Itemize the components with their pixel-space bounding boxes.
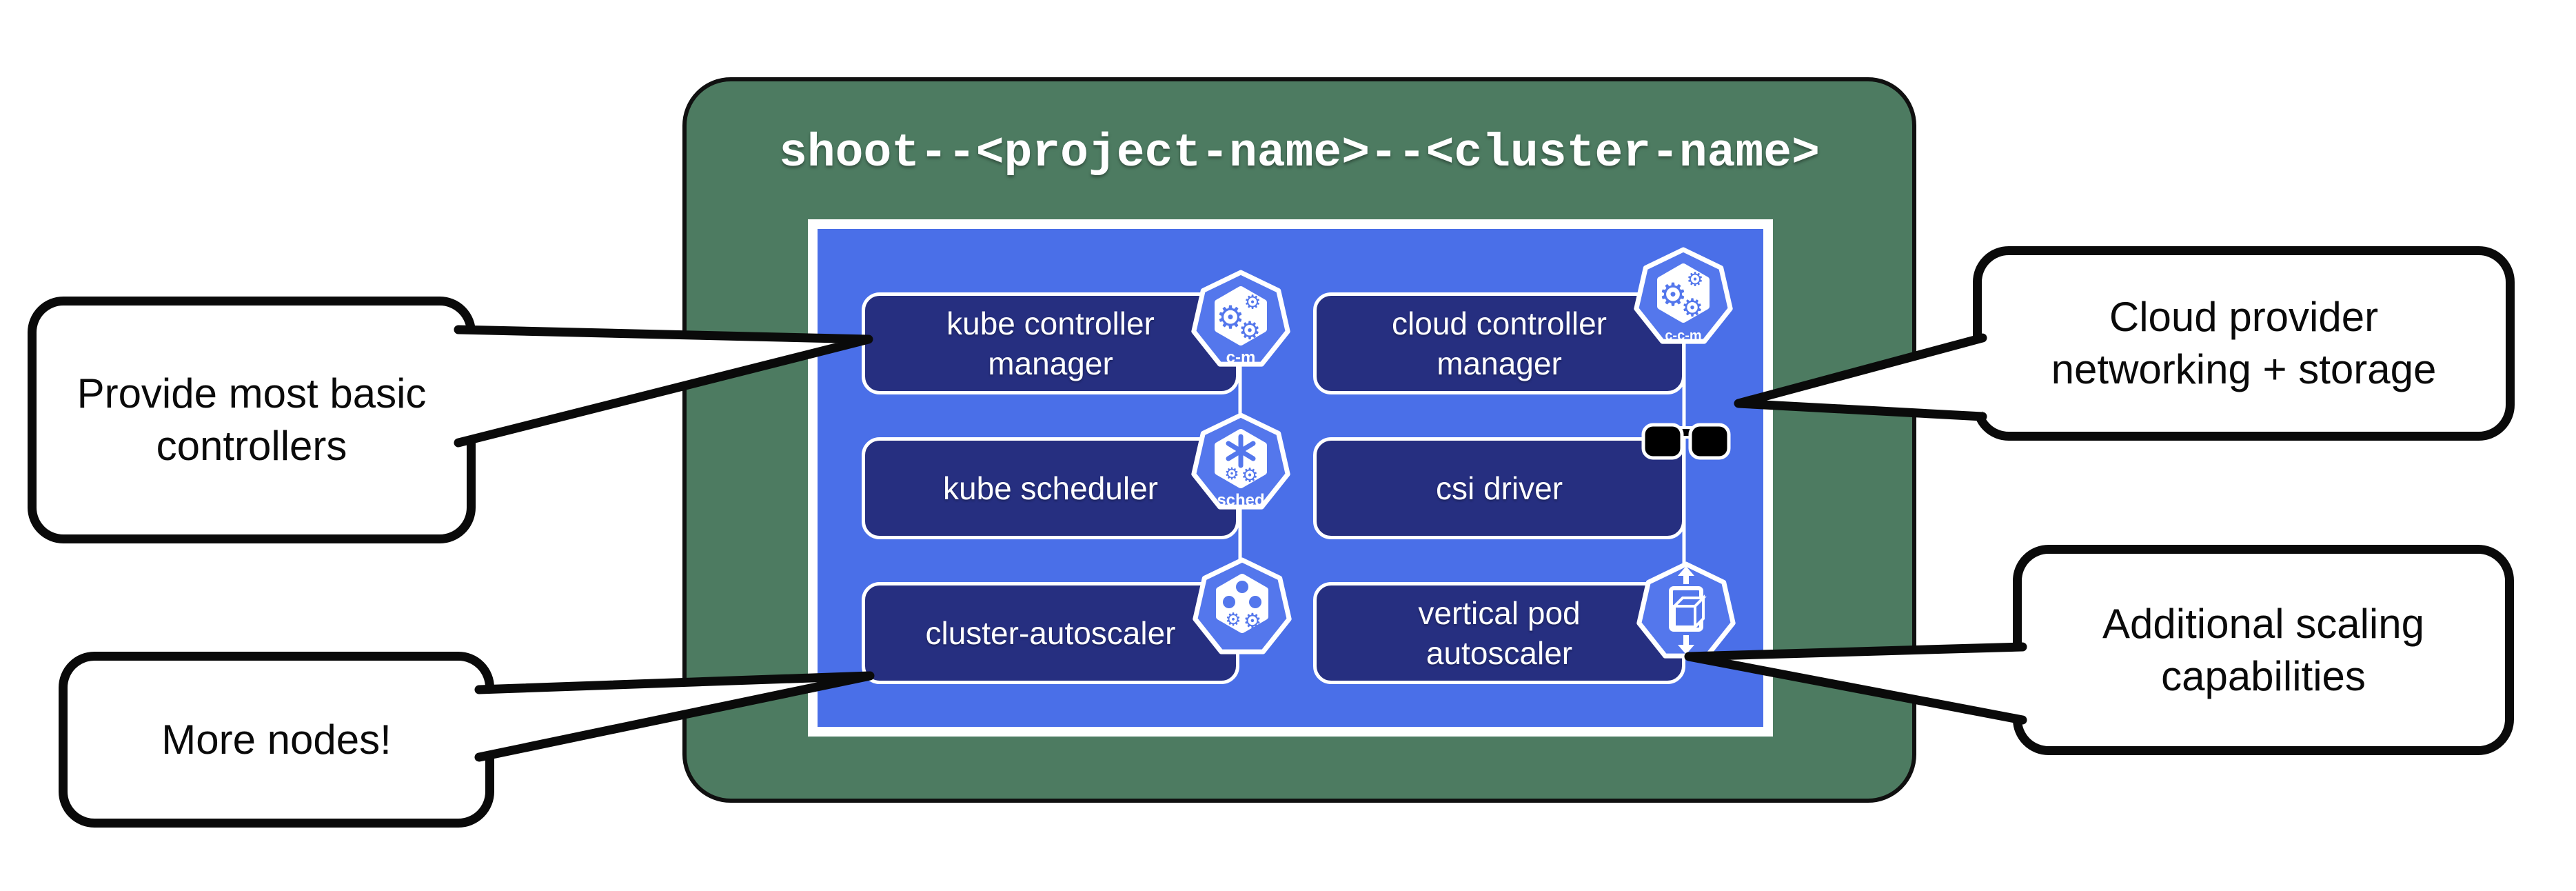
component-cluster-autoscaler: cluster-autoscaler	[862, 582, 1239, 684]
callout-provide-basic-controllers: Provide most basic controllers	[28, 297, 476, 543]
component-kube-scheduler: kube scheduler	[862, 437, 1239, 539]
callout-additional-scaling: Additional scaling capabilities	[2013, 545, 2514, 755]
callout-label: More nodes!	[161, 716, 392, 763]
component-cloud-controller-manager: cloud controller manager	[1313, 292, 1685, 394]
cluster-title: shoot--<project-name>--<cluster-name>	[779, 127, 1820, 180]
callout-label: Provide most basic controllers	[77, 370, 427, 469]
callout-label: Additional scaling capabilities	[2102, 600, 2424, 699]
component-vertical-pod-autoscaler: vertical pod autoscaler	[1313, 582, 1685, 684]
component-label: kube scheduler	[943, 470, 1158, 506]
callout-cloud-provider-networking-storage: Cloud provider networking + storage	[1973, 246, 2515, 441]
component-csi-driver: csi driver	[1313, 437, 1685, 539]
component-label: kube controller manager	[946, 306, 1155, 381]
component-label: vertical pod autoscaler	[1418, 595, 1581, 671]
component-kube-controller-manager: kube controller manager	[862, 292, 1239, 394]
callout-label: Cloud provider networking + storage	[2051, 294, 2437, 392]
component-label: cluster-autoscaler	[925, 615, 1176, 651]
component-label: csi driver	[1435, 470, 1563, 506]
component-label: cloud controller manager	[1392, 306, 1607, 381]
callout-more-nodes: More nodes!	[59, 652, 494, 828]
